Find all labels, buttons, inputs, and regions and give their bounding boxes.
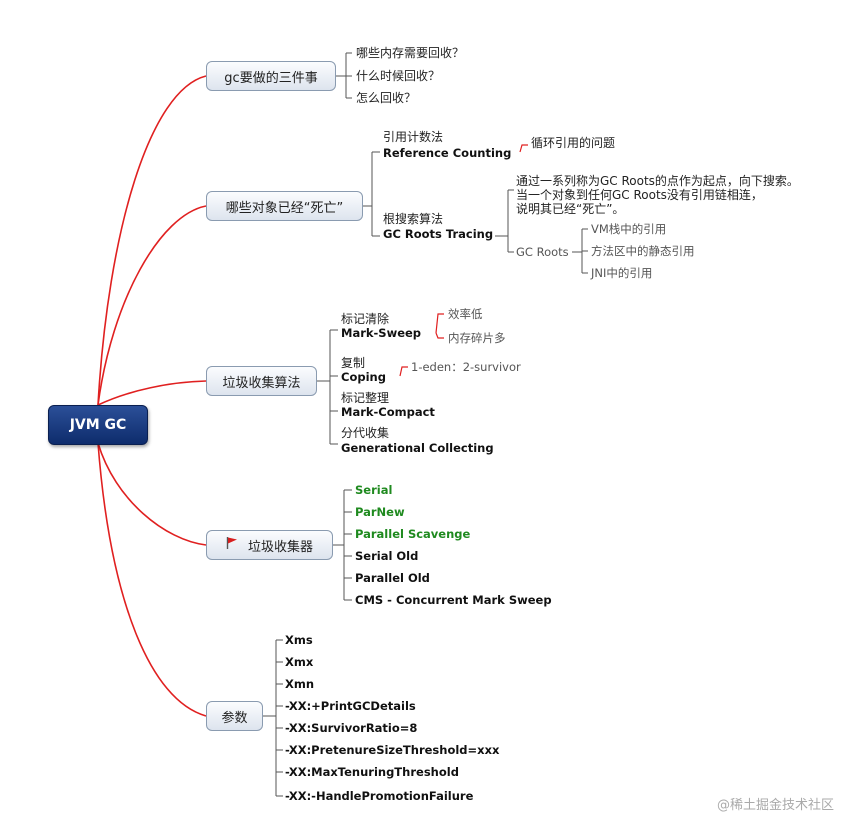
branch-dead-objects[interactable]: 哪些对象已经“死亡” <box>206 191 363 221</box>
collector-old: CMS - Concurrent Mark Sweep <box>355 593 552 607</box>
param-item: -XX:SurvivorRatio=8 <box>285 721 418 735</box>
mark-sweep-note: 内存碎片多 <box>448 331 506 345</box>
mark-sweep-note: 效率低 <box>448 307 483 321</box>
param-item: Xmn <box>285 677 315 691</box>
gc-roots-desc-line: 当一个对象到任何GC Roots没有引用链相连， <box>516 188 763 202</box>
gc-roots-zh: 根搜索算法 <box>383 212 444 226</box>
gc-root-item: VM栈中的引用 <box>591 222 667 236</box>
gc-roots-label: GC Roots <box>516 245 569 259</box>
param-item: Xms <box>285 633 313 647</box>
gc-root-item: JNI中的引用 <box>591 266 653 280</box>
gc-roots-en: GC Roots Tracing <box>383 227 494 241</box>
collector-young: ParNew <box>355 505 405 519</box>
collector-young: Parallel Scavenge <box>355 527 471 541</box>
gc-roots-desc-line: 说明其已经“死亡”。 <box>516 202 625 216</box>
algo-generational-zh: 分代收集 <box>341 426 390 440</box>
ref-count-zh: 引用计数法 <box>383 130 444 144</box>
root-node[interactable]: JVM GC <box>48 405 148 445</box>
param-item: Xmx <box>285 655 314 669</box>
gc-task-item: 哪些内存需要回收？ <box>356 46 465 60</box>
ref-count-en: Reference Counting <box>383 146 512 160</box>
gc-roots-desc-line: 通过一系列称为GC Roots的点作为起点，向下搜索。 <box>516 174 799 188</box>
collector-young: Serial <box>355 483 393 497</box>
param-item: -XX:MaxTenuringThreshold <box>285 765 459 779</box>
algo-coping-zh: 复制 <box>341 356 366 370</box>
param-item: -XX:+PrintGCDetails <box>285 699 416 713</box>
algo-mark-sweep-zh: 标记清除 <box>341 312 390 326</box>
coping-note: 1-eden：2-survivor <box>411 360 521 374</box>
ref-count-note: 循环引用的问题 <box>531 136 616 150</box>
branch-algorithms[interactable]: 垃圾收集算法 <box>206 366 317 396</box>
collector-old: Serial Old <box>355 549 419 563</box>
gc-task-item: 什么时候回收？ <box>356 69 441 83</box>
red-flag-icon <box>226 536 238 554</box>
algo-mark-compact-en: Mark-Compact <box>341 405 435 419</box>
gc-task-item: 怎么回收？ <box>356 91 417 105</box>
branch-params[interactable]: 参数 <box>206 701 263 731</box>
branch-collectors-label: 垃圾收集器 <box>247 539 313 555</box>
gc-root-item: 方法区中的静态引用 <box>591 244 695 258</box>
param-item: -XX:PretenureSizeThreshold=xxx <box>285 743 500 757</box>
branch-gc-tasks[interactable]: gc要做的三件事 <box>206 61 336 91</box>
algo-mark-compact-zh: 标记整理 <box>341 391 390 405</box>
algo-coping-en: Coping <box>341 370 386 384</box>
branch-collectors[interactable]: 垃圾收集器 <box>206 530 333 560</box>
algo-mark-sweep-en: Mark-Sweep <box>341 326 422 340</box>
watermark: @稀土掘金技术社区 <box>716 798 834 813</box>
algo-generational-en: Generational Collecting <box>341 441 494 455</box>
collector-old: Parallel Old <box>355 571 430 585</box>
param-item: -XX:-HandlePromotionFailure <box>285 789 474 803</box>
